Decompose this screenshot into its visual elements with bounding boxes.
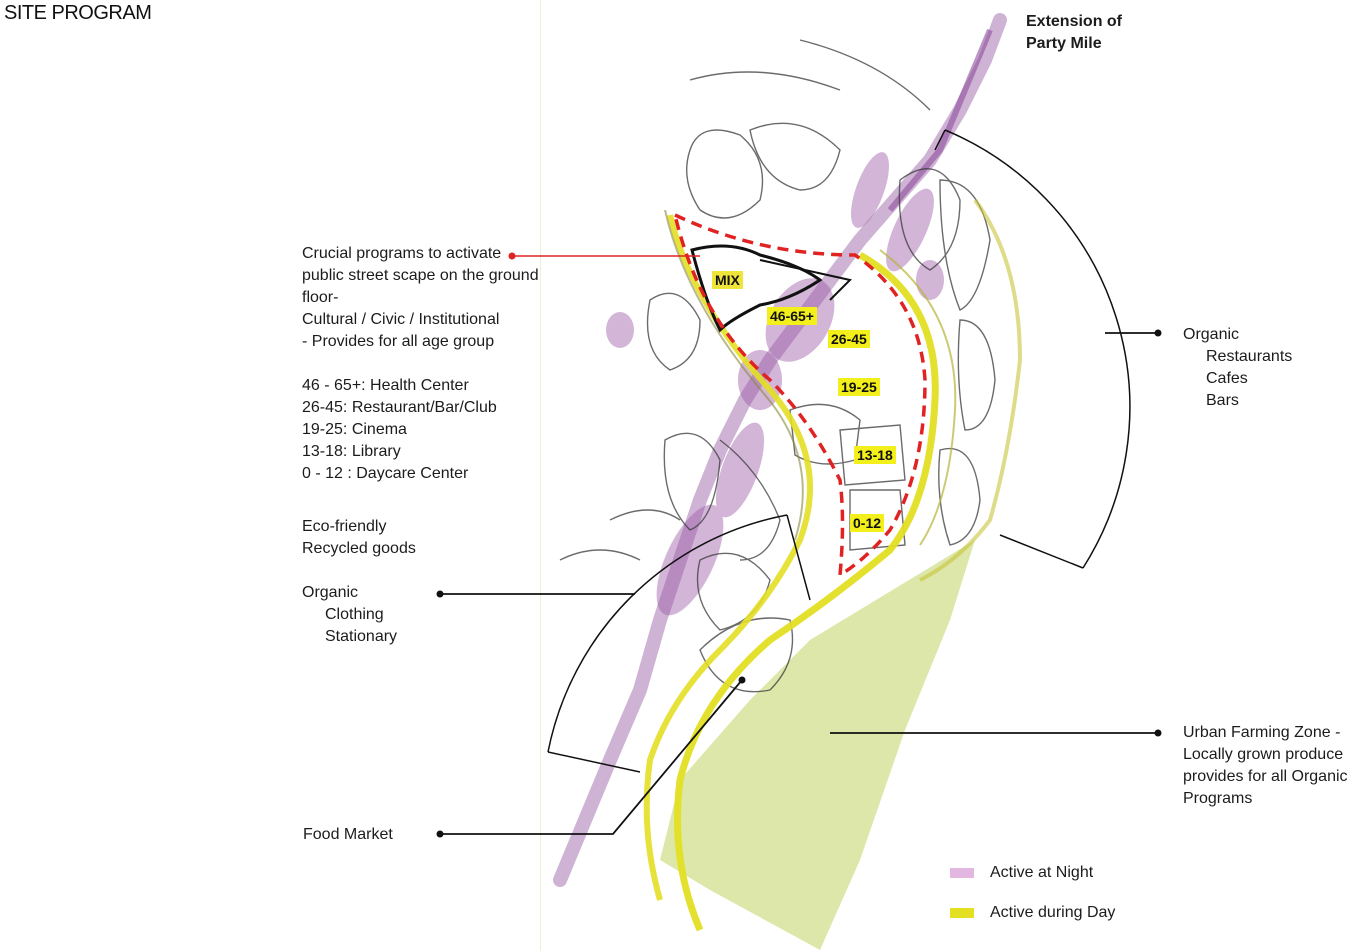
legend-night-label: Active at Night <box>990 864 1094 881</box>
crucial-programs-line: public street scape on the ground <box>302 267 539 284</box>
legend-day-swatch <box>950 908 974 918</box>
urban-farming-line: Urban Farming Zone - <box>1183 724 1341 741</box>
age-program-item: 0 - 12 : Daycare Center <box>302 465 469 482</box>
organic-left-heading: Organic <box>302 584 359 601</box>
zone-label-0-12: 0-12 <box>850 514 885 532</box>
organic-right-note: Organic Restaurants Cafes Bars <box>1183 324 1292 412</box>
age-program-item: 13-18: Library <box>302 443 401 460</box>
crucial-programs-line: Crucial programs to activate <box>302 245 502 262</box>
party-mile-note-line: Party Mile <box>1026 35 1102 52</box>
crucial-programs-line: floor- <box>302 289 339 306</box>
zone-label-26-45: 26-45 <box>828 330 870 348</box>
organic-right-item: Cafes <box>1206 370 1248 387</box>
crucial-programs-note: Crucial programs to activate public stre… <box>302 243 539 353</box>
eco-note-line: Eco-friendly <box>302 518 387 535</box>
organic-right-item: Bars <box>1206 392 1239 409</box>
age-program-item: 46 - 65+: Health Center <box>302 377 469 394</box>
party-mile-note-line: Extension of <box>1026 13 1123 30</box>
urban-farming-line: Programs <box>1183 790 1253 807</box>
page-title: SITE PROGRAM <box>4 2 152 24</box>
organic-right-item: Restaurants <box>1206 348 1293 365</box>
urban-farming-line: Locally grown produce <box>1183 746 1344 763</box>
legend-night-swatch <box>950 868 974 878</box>
urban-farming-zone <box>660 540 975 950</box>
organic-left-item: Clothing <box>325 606 384 623</box>
age-program-item: 26-45: Restaurant/Bar/Club <box>302 399 497 416</box>
organic-left-item: Stationary <box>325 628 398 645</box>
crucial-programs-line: Cultural / Civic / Institutional <box>302 311 500 328</box>
eco-note: Eco-friendly Recycled goods <box>302 516 416 560</box>
age-programs-list: 46 - 65+: Health Center 26-45: Restauran… <box>302 375 497 485</box>
urban-farming-line: provides for all Organic <box>1183 768 1347 785</box>
leader-food-market <box>440 679 743 835</box>
urban-farming-note: Urban Farming Zone - Locally grown produ… <box>1183 722 1347 810</box>
zone-label-13-18: 13-18 <box>854 446 896 464</box>
party-mile-note: Extension of Party Mile <box>1026 11 1122 55</box>
age-program-item: 19-25: Cinema <box>302 421 407 438</box>
day-activity-line-inner <box>643 214 813 901</box>
organic-right-heading: Organic <box>1183 326 1240 343</box>
food-market-label: Food Market <box>303 826 393 843</box>
bracket-organic-right <box>944 129 1131 569</box>
day-activity-line-outer <box>674 251 939 932</box>
column-divider <box>540 0 541 951</box>
zone-label-mix: MIX <box>712 271 743 289</box>
bracket-organic-left <box>547 514 788 753</box>
program-boundary <box>672 211 927 579</box>
crucial-programs-line: - Provides for all age group <box>302 333 495 350</box>
zone-label-46-65: 46-65+ <box>767 307 817 325</box>
eco-note-line: Recycled goods <box>302 540 416 557</box>
organic-left-note: Organic Clothing Stationary <box>302 582 397 648</box>
zone-label-19-25: 19-25 <box>838 378 880 396</box>
mix-block-outline <box>690 244 823 333</box>
legend-day-label: Active during Day <box>990 904 1116 921</box>
